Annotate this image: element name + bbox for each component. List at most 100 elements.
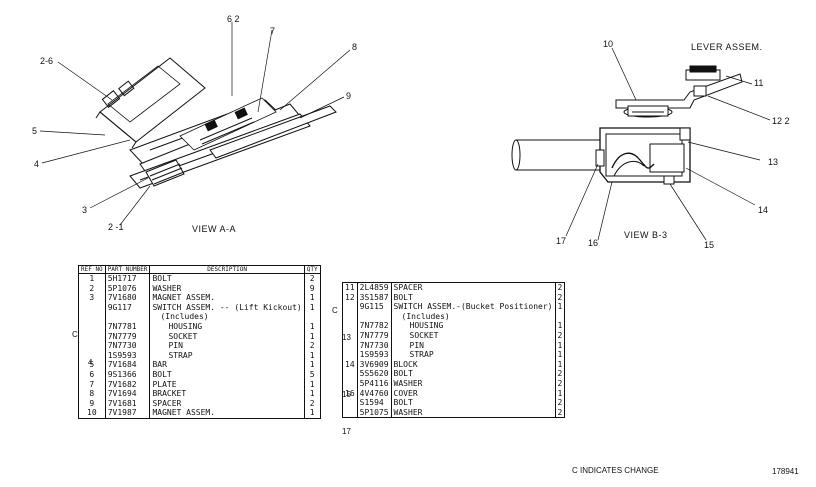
header-desc: DESCRIPTION — [149, 265, 305, 274]
ref-cell: 9 — [78, 398, 106, 409]
part-number-cell: 1S9593 — [105, 350, 151, 361]
description-cell: STRAP — [391, 350, 556, 360]
callout-17: 17 — [556, 236, 566, 246]
quantity-cell: 1 — [309, 302, 315, 312]
quantity-cell: 1 — [309, 331, 315, 341]
part-number-cell: 9G115 — [357, 302, 392, 312]
quantity-cell: 1 — [557, 359, 563, 369]
ref-cell — [342, 378, 358, 389]
table-header-row: REF NO PART NUMBER DESCRIPTION QTY — [78, 265, 321, 274]
ref-cell: 11 — [342, 282, 358, 293]
ref-cell: 1 — [78, 273, 106, 284]
change-mark-left: C — [72, 330, 78, 339]
callout-15: 15 — [704, 240, 714, 250]
callout-10: 10 — [603, 39, 613, 49]
ref-cell — [78, 331, 106, 342]
quantity-cell: 1 — [309, 293, 315, 303]
quantity-cell: 2 — [557, 369, 563, 379]
description-cell: HOUSING — [149, 321, 305, 332]
header-part: PART NUMBER — [105, 265, 151, 274]
part-number-cell: 7V1684 — [105, 360, 151, 370]
description-cell: HOUSING — [391, 321, 556, 331]
header-qty: QTY — [304, 265, 321, 274]
ref-cell: 3 — [78, 293, 106, 303]
part-number-cell — [105, 312, 151, 322]
view-aa-assembly — [39, 22, 351, 226]
view-bb-caption: VIEW B-3 — [624, 230, 668, 240]
part-number-cell: 5H1717 — [105, 273, 151, 284]
part-number-cell: S1594 — [357, 398, 392, 408]
description-cell: (Includes) — [391, 311, 556, 322]
quantity-cell: 1 — [309, 350, 315, 360]
figure-number: 178941 — [772, 467, 799, 476]
description-cell: SWITCH ASSEM. -- (Lift Kickout) — [149, 302, 305, 313]
part-number-cell: 5P1075 — [357, 407, 392, 418]
ref-cell — [78, 321, 106, 332]
part-number-cell: 1S9593 — [357, 350, 392, 360]
callout-11: 11 — [754, 78, 763, 88]
callout-8: 8 — [352, 42, 357, 52]
quantity-cell: 1 — [557, 388, 563, 398]
description-cell: SPACER — [391, 282, 556, 293]
description-cell: WASHER — [149, 283, 305, 294]
description-cell: PIN — [391, 340, 556, 351]
part-number-cell: 4V4760 — [357, 388, 392, 399]
callout-2-1: 2 -1 — [108, 222, 124, 232]
view-aa-caption: VIEW A-A — [192, 224, 236, 234]
ref-cell — [342, 350, 358, 360]
quantity-cell: 1 — [557, 340, 563, 350]
description-cell: BRACKET — [149, 389, 305, 399]
description-cell: SOCKET — [149, 331, 305, 342]
ref-cell: 10 — [78, 408, 106, 419]
lever-assembly-caption: LEVER ASSEM. — [691, 42, 763, 52]
quantity-cell: 2 — [557, 407, 563, 417]
description-cell: BOLT — [391, 292, 556, 303]
part-number-cell: 2L4859 — [357, 282, 392, 293]
quantity-cell: 1 — [309, 389, 315, 399]
view-bb-assembly — [511, 47, 771, 241]
ref-cell: 2 — [78, 283, 106, 294]
ref-cell — [342, 311, 358, 322]
description-cell: BOLT — [149, 369, 305, 380]
quantity-cell: 1 — [557, 302, 563, 312]
part-number-cell: 5S5620 — [357, 369, 392, 379]
quantity-cell: 2 — [309, 398, 315, 408]
description-cell: BLOCK — [391, 359, 556, 370]
callout-16: 16 — [588, 238, 598, 248]
description-cell: WASHER — [391, 378, 556, 389]
description-cell: MAGNET ASSEM. — [149, 408, 305, 419]
ref-cell: 5 — [78, 360, 106, 370]
callout-7: 7 — [270, 26, 275, 36]
ref-cell — [78, 302, 106, 313]
callout-13: 13 — [768, 157, 778, 167]
part-number-cell: 9S1366 — [105, 369, 151, 380]
description-cell: (Includes) — [149, 312, 305, 322]
quantity-cell: 1 — [309, 379, 315, 389]
part-number-cell: 3S1587 — [357, 292, 392, 303]
change-mark-right: C — [332, 306, 338, 315]
part-number-cell: 7V1681 — [105, 398, 151, 409]
quantity-cell: 2 — [557, 378, 563, 388]
quantity-cell: 2 — [557, 292, 563, 302]
ref-cell: 7 — [78, 379, 106, 390]
